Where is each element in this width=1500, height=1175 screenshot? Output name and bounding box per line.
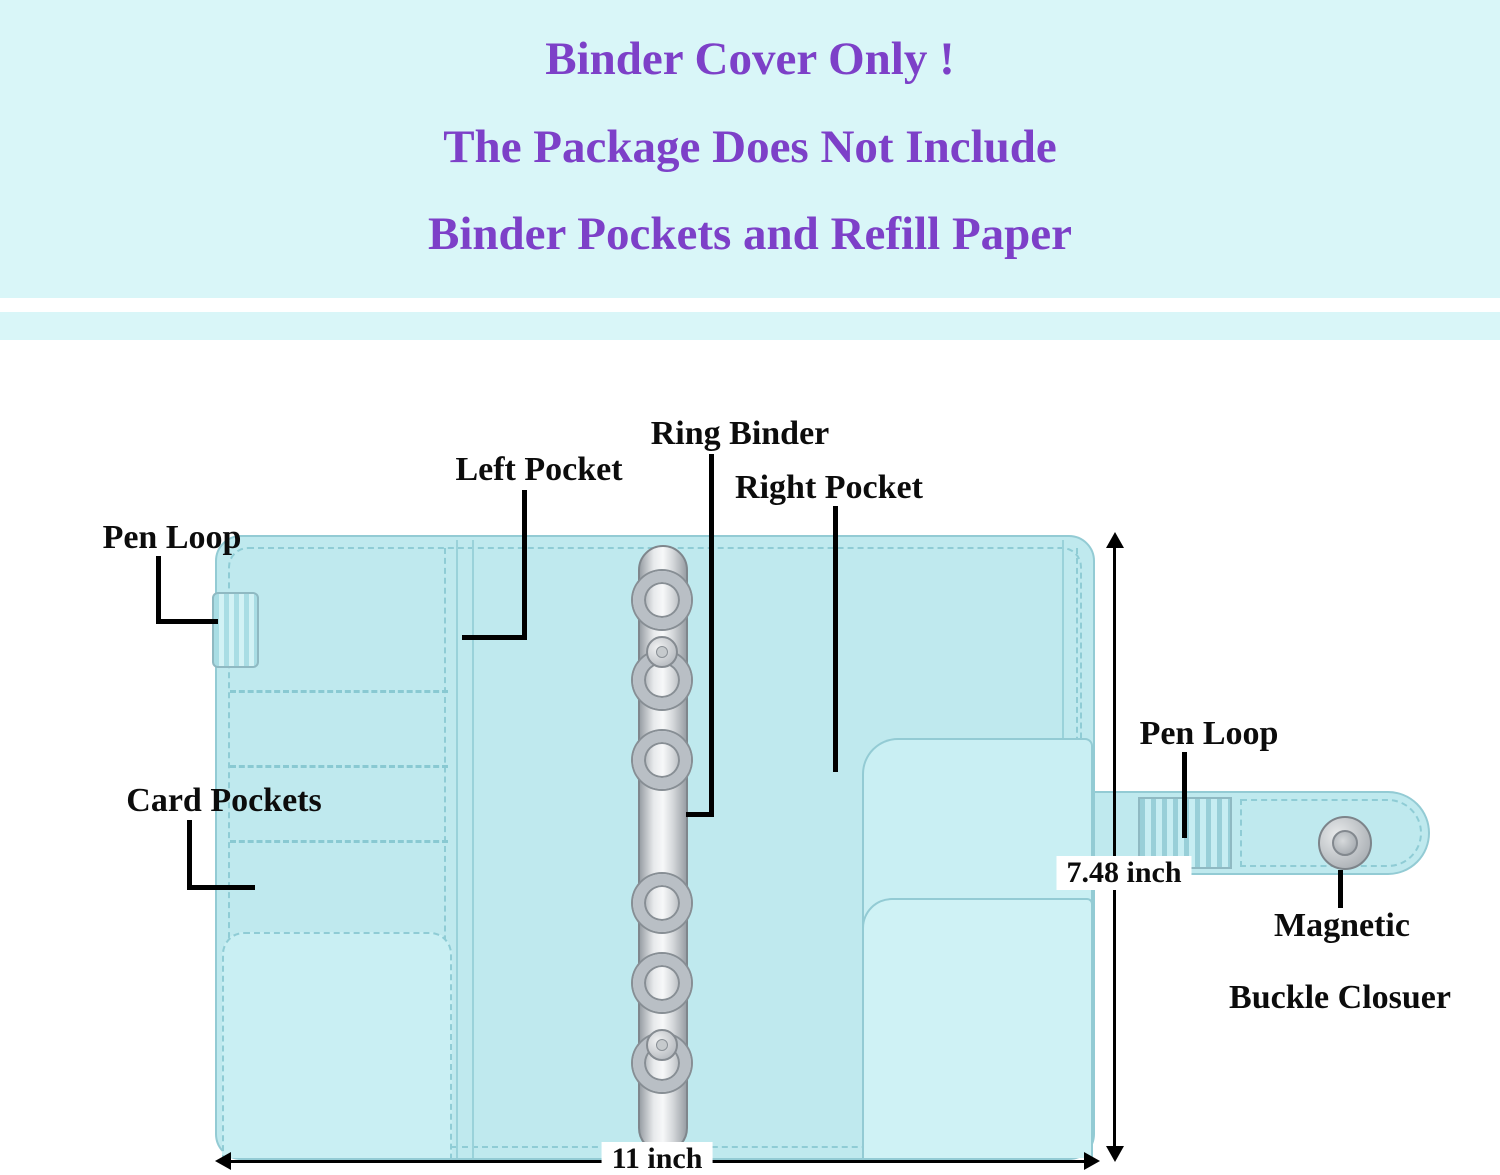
leader-line-pen-loop-left-v bbox=[156, 556, 161, 624]
leader-line-pen-loop-left-h bbox=[156, 619, 218, 624]
rivet-center bbox=[656, 646, 668, 658]
leader-line-left-pocket-h bbox=[462, 635, 527, 640]
height-dimension-label: 7.48 inch bbox=[1056, 856, 1192, 890]
label-pen-loop-left: Pen Loop bbox=[102, 519, 242, 556]
width-dimension-arrow-right bbox=[1084, 1152, 1100, 1170]
ring-mechanism-rivet-bottom bbox=[646, 1029, 678, 1061]
label-ring-binder: Ring Binder bbox=[650, 415, 830, 452]
binder-ring-3 bbox=[633, 731, 691, 789]
label-card-pockets: Card Pockets bbox=[126, 782, 322, 819]
leader-line-ring-binder-h bbox=[686, 812, 714, 817]
rivet-center bbox=[656, 1039, 668, 1051]
binder-ring-1 bbox=[633, 571, 691, 629]
banner-accent-strip bbox=[0, 312, 1500, 340]
left-fold-stitching bbox=[444, 548, 446, 1150]
card-pocket-slot-2 bbox=[230, 765, 448, 768]
height-dimension-arrow-bottom bbox=[1106, 1146, 1124, 1162]
banner-line-2: The Package Does Not Include bbox=[443, 120, 1057, 173]
leader-line-card-pockets-h bbox=[187, 885, 255, 890]
label-left-pocket: Left Pocket bbox=[455, 451, 623, 488]
leader-line-left-pocket-v bbox=[522, 490, 527, 640]
leader-line-pen-loop-right bbox=[1182, 752, 1187, 838]
left-fold-line bbox=[456, 540, 458, 1158]
leader-line-magnetic bbox=[1338, 870, 1343, 908]
banner: Binder Cover Only ! The Package Does Not… bbox=[0, 0, 1500, 298]
card-pocket-slot-1 bbox=[230, 690, 448, 693]
label-magnetic-2: Buckle Closuer bbox=[1229, 979, 1451, 1016]
binder-ring-5 bbox=[633, 954, 691, 1012]
label-magnetic-1: Magnetic bbox=[1274, 907, 1410, 944]
width-dimension-label: 11 inch bbox=[601, 1142, 713, 1175]
pen-loop-left-part bbox=[212, 592, 259, 668]
leader-line-ring-binder-v bbox=[709, 454, 714, 816]
binder-ring-4 bbox=[633, 874, 691, 932]
leader-line-card-pockets-v bbox=[187, 820, 192, 890]
banner-line-3: Binder Pockets and Refill Paper bbox=[427, 208, 1073, 261]
height-dimension-line bbox=[1113, 546, 1116, 1150]
banner-line-1: Binder Cover Only ! bbox=[545, 33, 955, 85]
magnetic-buckle-button-center bbox=[1332, 830, 1358, 856]
width-dimension-arrow-left bbox=[215, 1152, 231, 1170]
leader-line-right-pocket bbox=[833, 506, 838, 772]
left-fold-line-2 bbox=[472, 540, 474, 1158]
magnetic-buckle-button bbox=[1318, 816, 1372, 870]
label-pen-loop-right: Pen Loop bbox=[1139, 715, 1279, 752]
label-right-pocket: Right Pocket bbox=[735, 469, 923, 506]
left-bottom-pocket bbox=[222, 932, 452, 1158]
height-dimension-arrow-top bbox=[1106, 532, 1124, 548]
card-pocket-slot-3 bbox=[230, 840, 448, 843]
right-sub-pocket bbox=[862, 898, 1093, 1158]
ring-mechanism-rivet-top bbox=[646, 636, 678, 668]
